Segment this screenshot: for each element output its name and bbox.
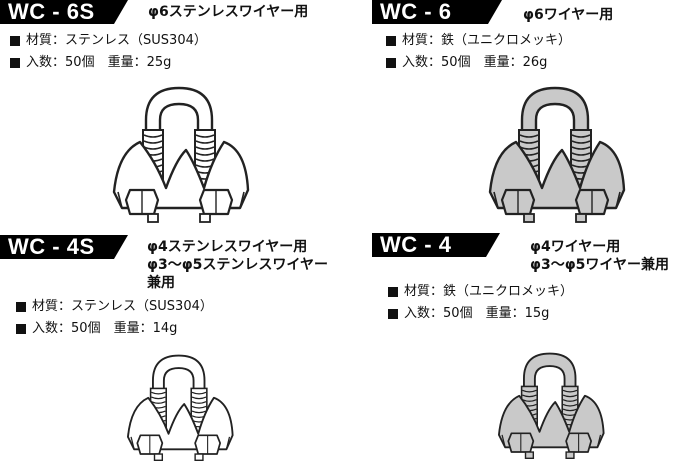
spec-value: 50個 重量：15g [443,306,550,321]
spec-label: 材質 [402,33,429,48]
spec-row-quantity: 入数：50個 重量：14g [16,318,213,340]
product-title: φ4ワイヤー用 φ3～φ5ワイヤー兼用 [530,239,669,273]
spec-row-quantity: 入数：50個 重量：15g [388,303,573,325]
product-specs: 材質：ステンレス（SUS304） 入数：50個 重量：14g [16,296,213,340]
product-code-badge: WC - 6 [372,0,502,24]
bullet-square-icon [388,287,398,297]
spec-label: 入数 [404,306,431,321]
product-title: φ6ワイヤー用 [523,7,614,23]
spec-row-quantity: 入数：50個 重量：25g [10,52,207,74]
spec-row-material: 材質：鉄（ユニクロメッキ） [386,30,571,52]
product-title: φ6ステンレスワイヤー用 [148,4,309,20]
spec-label: 入数 [32,321,59,336]
wire-clip-illustration [498,352,605,459]
wire-clip-illustration [112,86,250,223]
spec-row-material: 材質：ステンレス（SUS304） [10,30,207,52]
spec-label: 材質 [32,299,59,314]
spec-value: 鉄（ユニクロメッキ） [443,284,574,299]
spec-label: 入数 [402,55,429,70]
wire-clip-illustration [127,354,234,461]
spec-value: ステンレス（SUS304） [65,33,207,48]
spec-label: 材質 [26,33,53,48]
bullet-square-icon [388,309,398,319]
bullet-square-icon [16,324,26,334]
product-code-badge: WC - 4S [0,235,128,259]
product-code-badge: WC - 6S [0,0,128,24]
bullet-square-icon [10,58,20,68]
product-specs: 材質：ステンレス（SUS304） 入数：50個 重量：25g [10,30,207,74]
wire-clip-illustration [488,86,626,223]
bullet-square-icon [10,36,20,46]
spec-label: 材質 [404,284,431,299]
product-specs: 材質：鉄（ユニクロメッキ） 入数：50個 重量：15g [388,281,573,325]
product-specs: 材質：鉄（ユニクロメッキ） 入数：50個 重量：26g [386,30,571,74]
bullet-square-icon [386,58,396,68]
product-title: φ4ステンレスワイヤー用 φ3～φ5ステンレスワイヤー 兼用 [147,239,328,291]
spec-row-material: 材質：ステンレス（SUS304） [16,296,213,318]
spec-label: 入数 [26,55,53,70]
spec-value: ステンレス（SUS304） [71,299,213,314]
spec-value: 鉄（ユニクロメッキ） [441,33,572,48]
spec-row-material: 材質：鉄（ユニクロメッキ） [388,281,573,303]
spec-value: 50個 重量：14g [71,321,178,336]
spec-row-quantity: 入数：50個 重量：26g [386,52,571,74]
spec-value: 50個 重量：26g [441,55,548,70]
spec-value: 50個 重量：25g [65,55,172,70]
product-code-badge: WC - 4 [372,233,500,257]
bullet-square-icon [386,36,396,46]
bullet-square-icon [16,302,26,312]
